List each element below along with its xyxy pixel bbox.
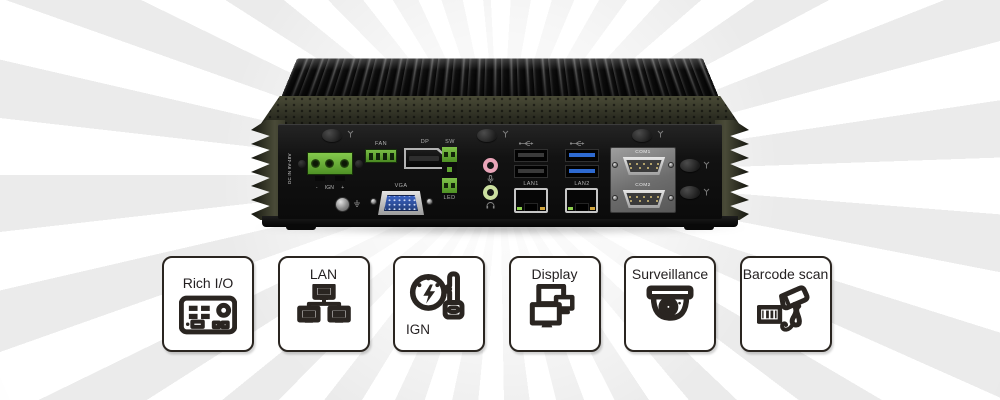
feature-label: LAN xyxy=(309,266,338,282)
dc-input-label: DC IN 9V-48V xyxy=(287,153,292,185)
feature-card-rich-io: Rich I/O xyxy=(162,256,254,352)
mic-icon xyxy=(487,175,494,183)
mic-jack xyxy=(483,158,498,173)
terminal-pin xyxy=(310,159,320,168)
lan2-label: LAN2 xyxy=(574,181,590,187)
feature-label: Barcode scan xyxy=(742,266,829,282)
usb2-icon xyxy=(518,141,534,146)
ignition-key-icon xyxy=(408,270,470,326)
antenna-icon xyxy=(502,130,509,138)
usb3-icon xyxy=(569,141,585,146)
dome-camera-icon xyxy=(643,284,697,334)
dp-label: DP xyxy=(420,139,430,145)
headphone-icon xyxy=(486,202,495,209)
rubber-foot xyxy=(286,224,316,230)
antenna-cap xyxy=(680,159,700,172)
com2-label: COM2 xyxy=(635,183,651,188)
usb2-port xyxy=(514,149,548,162)
switch-terminal xyxy=(442,147,457,193)
usb2-port xyxy=(514,165,548,178)
antenna-cap xyxy=(680,186,700,199)
fan-label: FAN xyxy=(375,141,387,147)
usb3-port xyxy=(565,165,599,178)
feature-card-barcode: Barcode scan xyxy=(739,256,832,352)
heatsink-fins xyxy=(280,58,720,100)
chassis-top-plate xyxy=(258,96,742,128)
line-out-jack xyxy=(483,185,498,200)
antenna-icon xyxy=(657,130,664,138)
ground-icon xyxy=(354,200,360,207)
lan1-port xyxy=(514,188,548,213)
sw-label: SW xyxy=(445,139,455,145)
feature-label: Display xyxy=(531,266,578,282)
multi-display-icon xyxy=(528,284,582,328)
antenna-cap xyxy=(477,129,497,142)
plate-screw xyxy=(668,195,674,201)
barcode-scanner-icon xyxy=(757,284,815,336)
feature-card-surveillance: Surveillance xyxy=(624,256,716,352)
plate-screw xyxy=(612,195,618,201)
plate-screw xyxy=(612,162,618,168)
io-panel-icon xyxy=(179,295,237,335)
front-io-panel: DC IN 9V-48V - IGN + FAN DP xyxy=(278,124,722,219)
ignition-terminal-label: - IGN + xyxy=(315,185,345,191)
antenna-cap xyxy=(322,129,342,142)
antenna-icon xyxy=(347,130,354,138)
feature-cards: Rich I/O LAN xyxy=(162,256,832,352)
vga-screw xyxy=(426,198,433,205)
feature-label: Rich I/O xyxy=(182,275,234,291)
rubber-foot xyxy=(684,224,714,230)
terminal-tab xyxy=(315,176,325,181)
feature-card-ign: IGN xyxy=(393,256,485,352)
led-label: LED xyxy=(443,195,456,201)
chassis-base xyxy=(262,216,738,227)
terminal-pin xyxy=(340,159,350,168)
feature-card-display: Display xyxy=(508,256,601,352)
antenna-cap xyxy=(632,129,652,142)
vga-port-inner xyxy=(384,195,418,211)
com1-label: COM1 xyxy=(635,150,651,155)
terminal-tab xyxy=(335,176,345,181)
grounding-screw xyxy=(335,197,350,212)
dc-power-terminal xyxy=(307,152,353,175)
feature-label: Surveillance xyxy=(631,266,709,282)
serial-port-plate: COM1 COM2 xyxy=(610,147,676,213)
lan2-port xyxy=(565,188,598,213)
antenna-icon xyxy=(703,161,710,169)
vga-screw xyxy=(370,198,377,205)
vga-label: VGA xyxy=(394,183,408,189)
terminal-screw xyxy=(298,160,306,168)
com2-port xyxy=(622,190,666,208)
fan-connector xyxy=(365,149,397,163)
lan1-label: LAN1 xyxy=(523,181,539,187)
antenna-icon xyxy=(703,188,710,196)
terminal-pin xyxy=(325,159,335,168)
plate-screw xyxy=(668,162,674,168)
displayport xyxy=(404,148,446,169)
com1-port xyxy=(622,157,666,175)
feature-label: IGN xyxy=(406,322,431,337)
terminal-screw xyxy=(355,160,363,168)
feature-card-lan: LAN xyxy=(277,256,370,352)
lan-network-icon xyxy=(297,284,351,323)
usb3-port xyxy=(565,149,599,162)
